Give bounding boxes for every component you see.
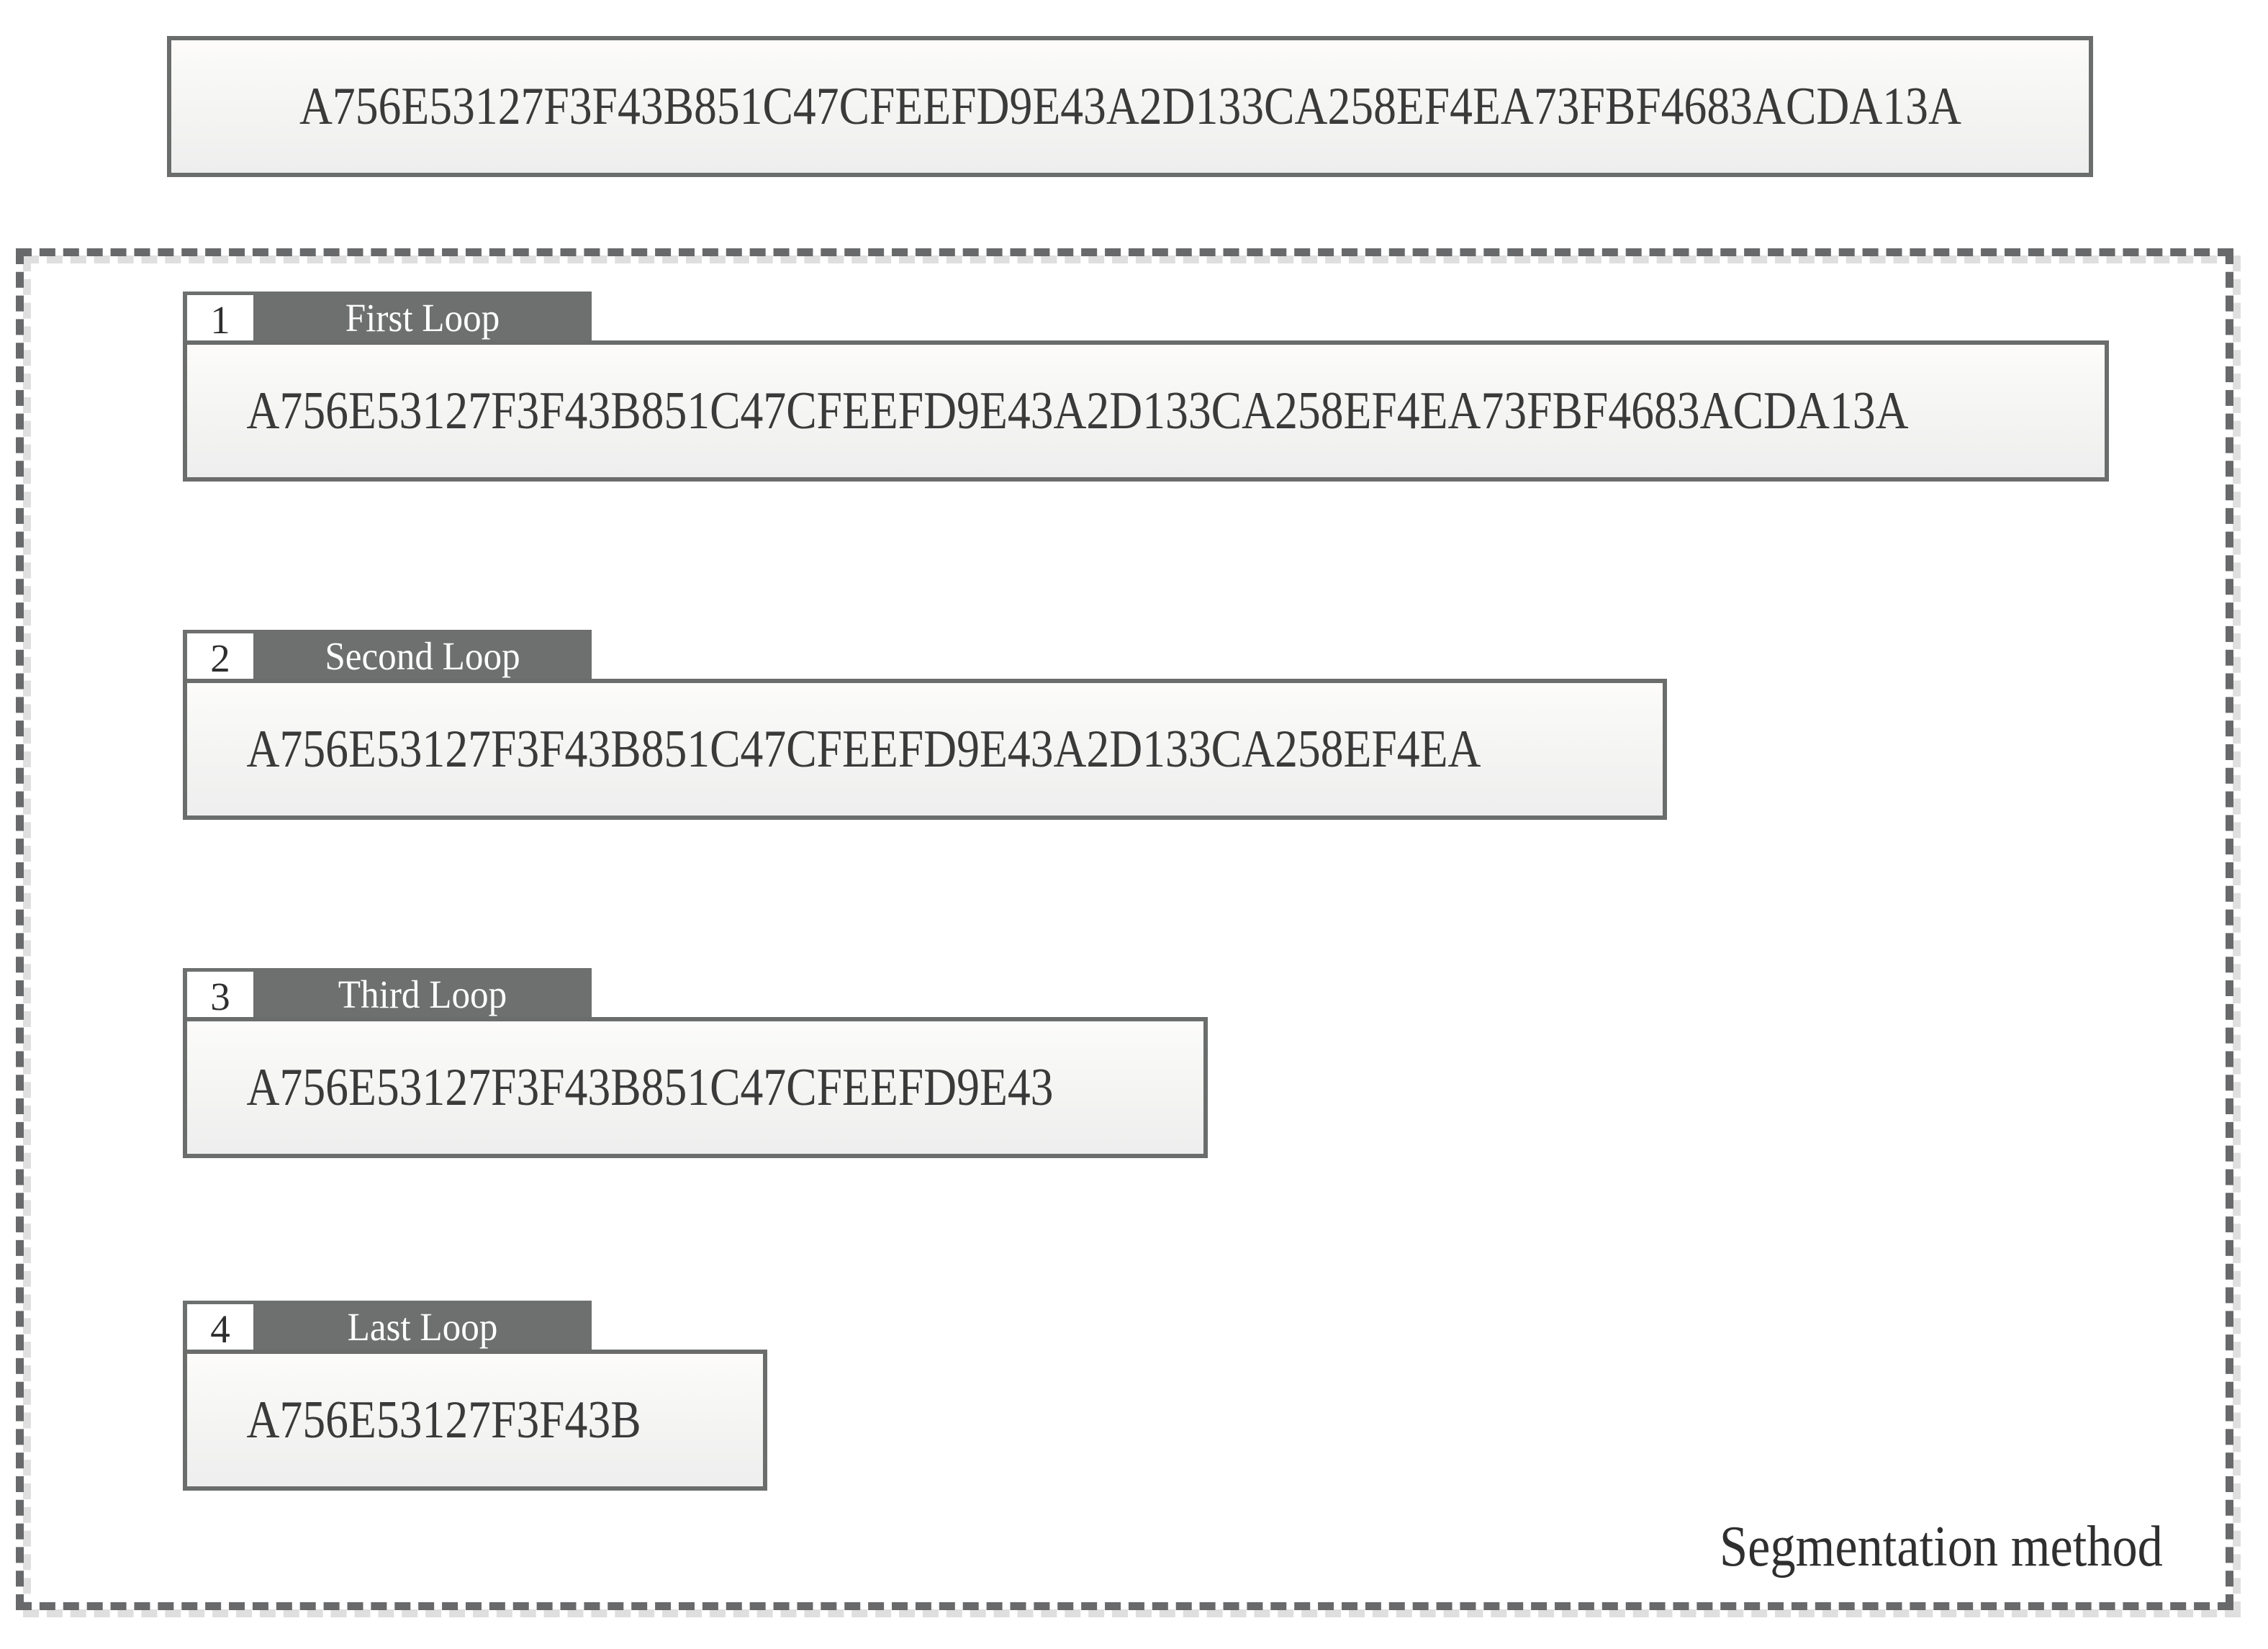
loop-body-first: A756E53127F3F43B851C47CFEEFD9E43A2D133CA… xyxy=(183,340,2109,482)
loop-index-badge: 4 xyxy=(187,1304,253,1354)
loop-body-last: A756E53127F3F43B xyxy=(183,1350,767,1491)
loop-title-label: Last Loop xyxy=(347,1305,498,1349)
loop-body-second: A756E53127F3F43B851C47CFEEFD9E43A2D133CA… xyxy=(183,679,1667,820)
loop-hex-string: A756E53127F3F43B851C47CFEEFD9E43 xyxy=(246,1058,1054,1117)
loop-header-first: 1 First Loop xyxy=(183,292,592,345)
loop-hex-string: A756E53127F3F43B xyxy=(246,1391,641,1450)
loop-index-badge: 3 xyxy=(187,972,253,1021)
loop-index-badge: 1 xyxy=(187,295,253,345)
segmentation-caption: Segmentation method xyxy=(1720,1515,2163,1578)
loop-title-label: First Loop xyxy=(345,296,500,340)
loop-title-label: Second Loop xyxy=(325,634,520,678)
loop-body-third: A756E53127F3F43B851C47CFEEFD9E43 xyxy=(183,1017,1208,1158)
loop-header-third: 3 Third Loop xyxy=(183,968,592,1021)
original-data-box: A756E53127F3F43B851C47CFEEFD9E43A2D133CA… xyxy=(167,36,2093,177)
loop-hex-string: A756E53127F3F43B851C47CFEEFD9E43A2D133CA… xyxy=(246,381,1909,441)
loop-index-badge: 2 xyxy=(187,633,253,683)
loop-title-label: Third Loop xyxy=(338,972,507,1016)
loop-header-second: 2 Second Loop xyxy=(183,630,592,683)
dashed-border xyxy=(16,248,2233,1610)
segmentation-container: 1 First Loop A756E53127F3F43B851C47CFEEF… xyxy=(16,248,2241,1617)
original-hex-string: A756E53127F3F43B851C47CFEEFD9E43A2D133CA… xyxy=(299,77,1961,136)
dashed-border-shadow xyxy=(23,256,2241,1617)
loop-header-last: 4 Last Loop xyxy=(183,1301,592,1354)
loop-hex-string: A756E53127F3F43B851C47CFEEFD9E43A2D133CA… xyxy=(246,720,1481,779)
